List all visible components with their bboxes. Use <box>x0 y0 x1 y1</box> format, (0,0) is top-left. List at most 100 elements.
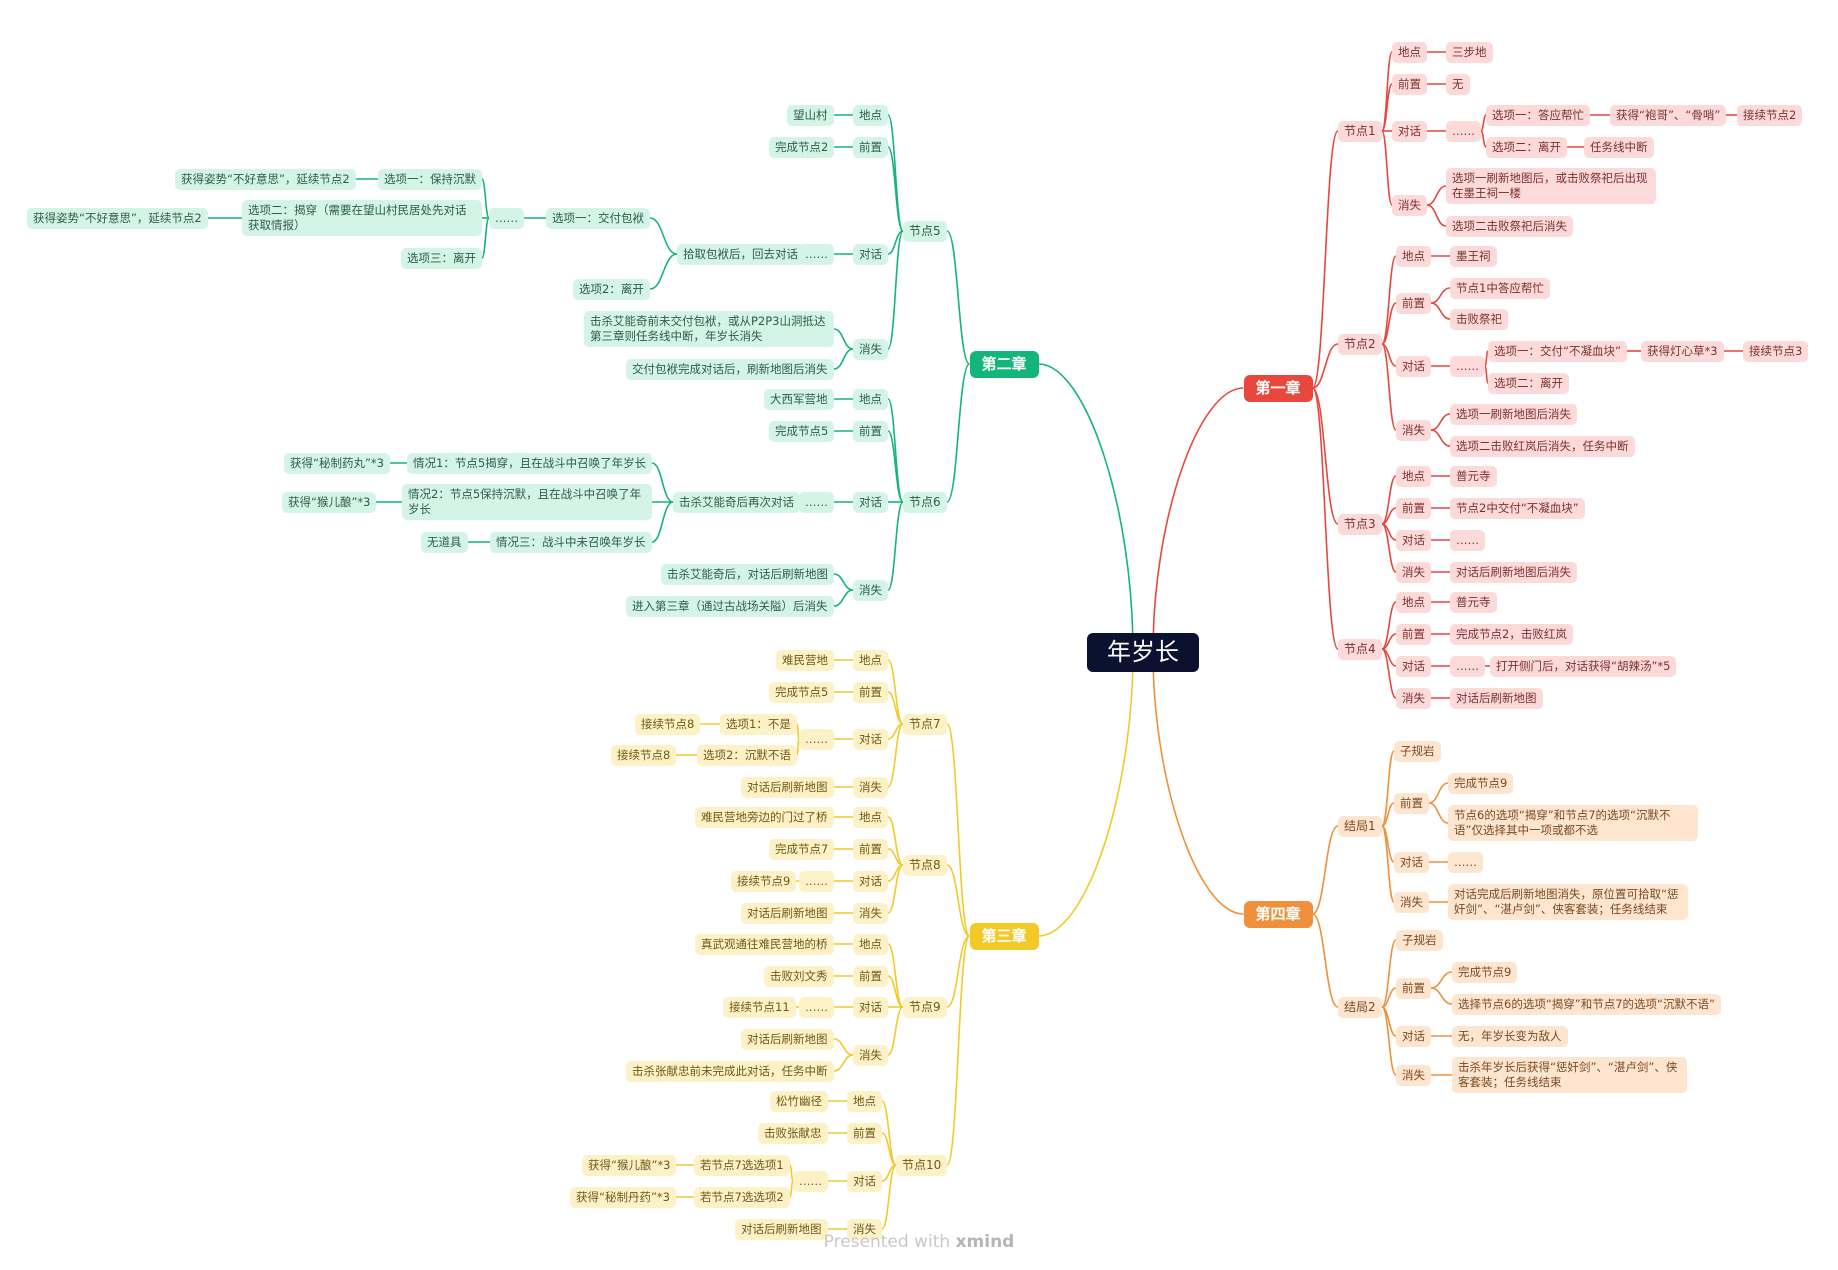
ch3-n10-vanish-value[interactable]: 对话后刷新地图 <box>735 1218 828 1240</box>
ch1-n1-prereq[interactable]: 前置 <box>1392 73 1427 95</box>
ch2-n5-option-expose[interactable]: 选项二：揭穿（需要在望山村民居处先对话获取情报） <box>242 200 482 236</box>
ch3-node-9[interactable]: 节点9 <box>903 996 947 1018</box>
ch3-n8-vanish-value[interactable]: 对话后刷新地图 <box>741 902 834 924</box>
ch3-n8-location[interactable]: 地点 <box>853 806 888 828</box>
ch1-node-2[interactable]: 节点2 <box>1338 333 1382 355</box>
ch2-n5-option-2-leave[interactable]: 选项2：离开 <box>573 278 650 300</box>
ch3-n9-vanish-1[interactable]: 对话后刷新地图 <box>741 1028 834 1050</box>
ch3-n9-prereq-value[interactable]: 击败刘文秀 <box>764 965 834 987</box>
ch1-n1-option-1-next[interactable]: 接续节点2 <box>1737 104 1803 126</box>
ch3-n7-location[interactable]: 地点 <box>853 649 888 671</box>
ch3-n9-location-value[interactable]: 真武观通往难民营地的桥 <box>695 933 834 955</box>
ch2-n6-location-value[interactable]: 大西军营地 <box>764 388 834 410</box>
ch1-n1-option-1[interactable]: 选项一：答应帮忙 <box>1486 104 1590 126</box>
ch2-n6-case-3[interactable]: 情况三：战斗中未召唤年岁长 <box>490 531 652 553</box>
ch4-e2-vanish-value[interactable]: 击杀年岁长后获得“惩奸剑”、“湛卢剑”、侠客套装；任务线结束 <box>1452 1057 1687 1093</box>
ch3-n10-case-2-reward[interactable]: 获得“秘制丹药”*3 <box>570 1186 676 1208</box>
ch1-n3-prereq[interactable]: 前置 <box>1396 497 1431 519</box>
ch1-n4-prereq-value[interactable]: 完成节点2，击败红岚 <box>1450 623 1573 645</box>
ch1-n3-dialog-ellipsis[interactable]: …… <box>1450 529 1485 551</box>
ch1-n2-option-1-reward[interactable]: 获得灯心草*3 <box>1641 340 1724 362</box>
ch2-n6-case-2[interactable]: 情况2：节点5保持沉默，且在战斗中召唤了年岁长 <box>402 484 652 520</box>
ch3-n10-case-2[interactable]: 若节点7选选项2 <box>694 1186 790 1208</box>
ch2-n5-location[interactable]: 地点 <box>853 104 888 126</box>
ch4-e2-prereq[interactable]: 前置 <box>1396 977 1431 999</box>
ch4-e2-prereq-2[interactable]: 选择节点6的选项“揭穿”和节点7的选项“沉默不语” <box>1452 993 1721 1015</box>
ch3-node-10[interactable]: 节点10 <box>896 1154 948 1176</box>
ch2-n5-dialog-ellipsis[interactable]: …… <box>799 243 834 265</box>
ch1-n1-option-2[interactable]: 选项二：离开 <box>1486 136 1567 158</box>
ch1-n1-prereq-value[interactable]: 无 <box>1446 73 1470 95</box>
chapter-1-topic[interactable]: 第一章 <box>1243 374 1313 402</box>
ch1-n2-dialog-ellipsis[interactable]: …… <box>1450 355 1485 377</box>
ch3-n10-location[interactable]: 地点 <box>847 1090 882 1112</box>
ch1-n2-option-1[interactable]: 选项一：交付“不凝血块” <box>1488 340 1627 362</box>
ch4-e1-prereq-2[interactable]: 节点6的选项“揭穿”和节点7的选项“沉默不语”仅选择其中一项或都不选 <box>1448 805 1698 841</box>
ch4-ending-2[interactable]: 结局2 <box>1338 996 1382 1018</box>
ch3-n7-option-1[interactable]: 选项1：不是 <box>720 713 797 735</box>
ch2-n6-vanish-2[interactable]: 进入第三章（通过古战场关隘）后消失 <box>626 595 834 617</box>
ch3-n7-vanish-value[interactable]: 对话后刷新地图 <box>741 776 834 798</box>
ch3-n10-dialog[interactable]: 对话 <box>847 1170 882 1192</box>
ch4-e1-vanish[interactable]: 消失 <box>1394 891 1429 913</box>
ch1-n1-location-value[interactable]: 三步地 <box>1446 41 1493 63</box>
ch2-n5-pickup[interactable]: 拾取包袱后，回去对话 <box>677 243 804 265</box>
ch3-n8-dialog[interactable]: 对话 <box>853 870 888 892</box>
ch2-n6-location[interactable]: 地点 <box>853 388 888 410</box>
ch3-n9-dialog[interactable]: 对话 <box>853 996 888 1018</box>
ch2-n5-location-value[interactable]: 望山村 <box>787 104 834 126</box>
ch2-n5-prereq[interactable]: 前置 <box>853 136 888 158</box>
ch3-n8-vanish[interactable]: 消失 <box>853 902 888 924</box>
ch3-n10-prereq[interactable]: 前置 <box>847 1122 882 1144</box>
ch3-n10-case-1[interactable]: 若节点7选选项1 <box>694 1154 790 1176</box>
ch1-n2-location[interactable]: 地点 <box>1396 245 1431 267</box>
ch1-n2-vanish[interactable]: 消失 <box>1396 419 1431 441</box>
ch2-n5-vanish[interactable]: 消失 <box>853 338 888 360</box>
ch3-n9-vanish[interactable]: 消失 <box>853 1044 888 1066</box>
ch3-n8-prereq[interactable]: 前置 <box>853 838 888 860</box>
ch3-n8-prereq-value[interactable]: 完成节点7 <box>769 838 835 860</box>
ch3-n8-dialog-next[interactable]: 接续节点9 <box>731 870 797 892</box>
ch2-n5-option-silent[interactable]: 选项一：保持沉默 <box>378 168 482 190</box>
ch4-ending-1[interactable]: 结局1 <box>1338 815 1382 837</box>
ch3-n9-location[interactable]: 地点 <box>853 933 888 955</box>
ch2-n6-dialog-ellipsis[interactable]: …… <box>799 491 834 513</box>
ch2-n6-vanish[interactable]: 消失 <box>853 579 888 601</box>
ch1-n4-vanish-value[interactable]: 对话后刷新地图 <box>1450 687 1543 709</box>
ch1-n2-location-value[interactable]: 墨王祠 <box>1450 245 1497 267</box>
ch2-n6-case-3-reward[interactable]: 无道具 <box>421 531 468 553</box>
ch2-n5-vanish-1[interactable]: 击杀艾能奇前未交付包袱，或从P2P3山洞抵达第三章则任务线中断，年岁长消失 <box>584 311 834 347</box>
ch3-n7-prereq[interactable]: 前置 <box>853 681 888 703</box>
ch1-n4-dialog-result[interactable]: 打开侧门后，对话获得“胡辣汤”*5 <box>1490 655 1677 677</box>
ch2-n5-deliver-ellipsis[interactable]: …… <box>489 207 524 229</box>
ch3-n8-dialog-ellipsis[interactable]: …… <box>799 870 834 892</box>
ch3-node-7[interactable]: 节点7 <box>903 713 947 735</box>
ch1-n1-option-1-reward[interactable]: 获得“袍哥”、“骨哨” <box>1610 104 1727 126</box>
ch4-e1-dialog-ellipsis[interactable]: …… <box>1448 851 1483 873</box>
ch2-n6-case-2-reward[interactable]: 获得“猴儿酿”*3 <box>282 491 377 513</box>
ch3-n7-option-2[interactable]: 选项2：沉默不语 <box>697 744 797 766</box>
ch1-n3-location-value[interactable]: 普元寺 <box>1450 465 1497 487</box>
ch1-n2-option-2[interactable]: 选项二：离开 <box>1488 372 1569 394</box>
ch2-n5-vanish-2[interactable]: 交付包袱完成对话后，刷新地图后消失 <box>626 358 834 380</box>
ch1-n1-vanish[interactable]: 消失 <box>1392 194 1427 216</box>
ch1-n3-location[interactable]: 地点 <box>1396 465 1431 487</box>
ch1-n2-vanish-1[interactable]: 选项一刷新地图后消失 <box>1450 403 1577 425</box>
ch4-e2-location[interactable]: 子规岩 <box>1396 929 1443 951</box>
ch2-n5-silent-reward[interactable]: 获得姿势“不好意思”，延续节点2 <box>175 168 356 190</box>
ch4-e2-dialog[interactable]: 对话 <box>1396 1025 1431 1047</box>
ch4-e1-location[interactable]: 子规岩 <box>1394 740 1441 762</box>
ch1-n1-option-2-result[interactable]: 任务线中断 <box>1584 136 1654 158</box>
ch1-node-3[interactable]: 节点3 <box>1338 513 1382 535</box>
ch2-node-6[interactable]: 节点6 <box>903 491 947 513</box>
ch2-n6-prereq-value[interactable]: 完成节点5 <box>769 420 835 442</box>
ch1-n4-vanish[interactable]: 消失 <box>1396 687 1431 709</box>
ch1-n4-location[interactable]: 地点 <box>1396 591 1431 613</box>
chapter-4-topic[interactable]: 第四章 <box>1243 900 1313 928</box>
ch2-n6-prereq[interactable]: 前置 <box>853 420 888 442</box>
ch4-e1-dialog[interactable]: 对话 <box>1394 851 1429 873</box>
ch2-n5-prereq-value[interactable]: 完成节点2 <box>769 136 835 158</box>
ch4-e2-vanish[interactable]: 消失 <box>1396 1064 1431 1086</box>
ch2-n6-dialog[interactable]: 对话 <box>853 491 888 513</box>
ch3-n7-option-2-next[interactable]: 接续节点8 <box>611 744 677 766</box>
